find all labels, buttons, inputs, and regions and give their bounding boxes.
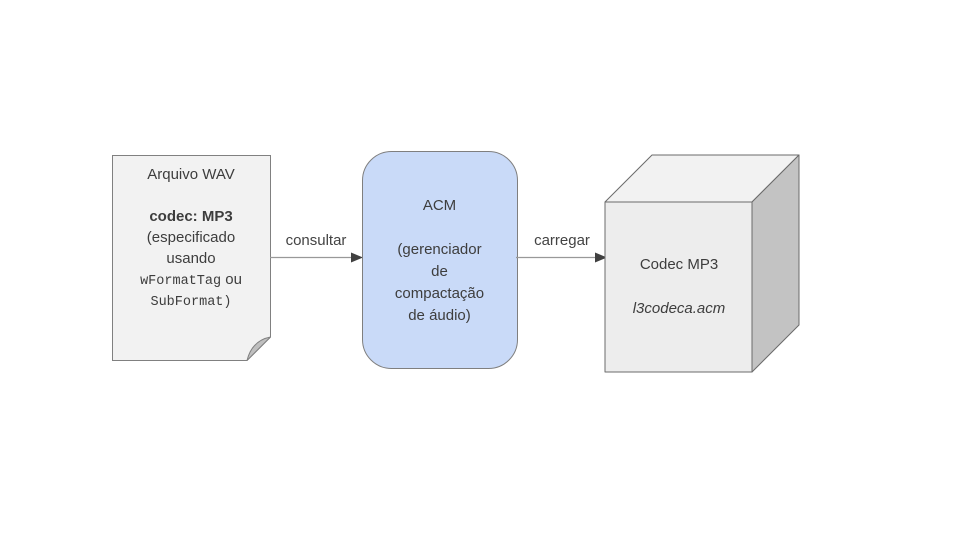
carregar-label: carregar (534, 232, 590, 249)
acm-desc-line1: (gerenciador (397, 241, 482, 258)
consultar-arrowhead-icon (351, 252, 363, 263)
acm-box-shape (362, 151, 518, 369)
carregar-arrow (516, 252, 607, 263)
codec-title: Codec MP3 (639, 256, 719, 273)
codec-filename: l3codeca.acm (632, 300, 726, 317)
ou-text: ou (221, 271, 242, 288)
carregar-arrowhead-icon (595, 252, 607, 263)
wav-spec-line2: usando (166, 250, 216, 267)
acm-box (362, 151, 518, 369)
acm-text: ACM (gerenciador de compactação de áudio… (362, 195, 517, 327)
codec-cube-shape (604, 154, 800, 373)
wformattag-code: wFormatTag (140, 274, 222, 289)
acm-desc-line3: compactação (394, 285, 485, 302)
acm-desc-line4: de áudio) (408, 307, 471, 324)
document-fold-corner (246, 336, 271, 361)
acm-desc-line2: de (431, 263, 448, 280)
wav-document-text: Arquivo WAV codec: MP3 (especificado usa… (113, 164, 269, 313)
consultar-arrow (270, 252, 363, 263)
wav-spec-line1: (especificado (146, 229, 236, 246)
codec-cube-text: Codec MP3 l3codeca.acm (605, 254, 753, 320)
wav-spec-line3: wFormatTag ou (113, 269, 269, 292)
wav-title: Arquivo WAV (147, 166, 235, 183)
wav-codec-label: codec: MP3 (149, 208, 233, 225)
acm-title: ACM (422, 197, 457, 214)
consultar-label: consultar (285, 232, 347, 249)
cube-front-face (604, 201, 753, 373)
subformat-code: SubFormat) (150, 295, 232, 310)
wav-document-shape (112, 155, 271, 361)
